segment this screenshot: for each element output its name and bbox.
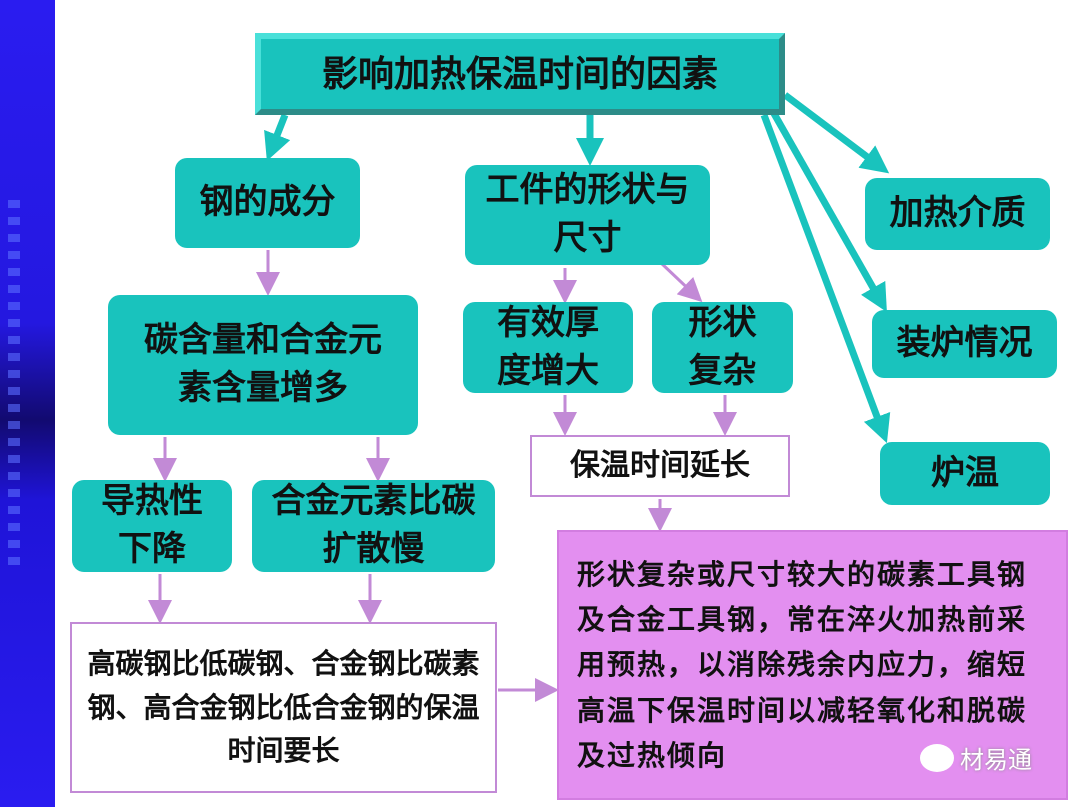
node-longer-hold: 保温时间延长 — [530, 435, 790, 497]
node-complex-shape: 形状复杂 — [652, 302, 793, 393]
node-alloy-diffusion-slow: 合金元素比碳扩散慢 — [252, 480, 495, 572]
arrow-title-to-composition — [264, 113, 291, 162]
arrow-title-to-temp — [760, 113, 891, 444]
decorative-side-strip — [0, 0, 55, 807]
diagram-title: 影响加热保温时间的因素 — [255, 33, 785, 115]
node-conductivity-drop: 导热性下降 — [72, 480, 232, 572]
node-furnace-temp: 炉温 — [880, 442, 1050, 505]
node-furnace-loading: 装炉情况 — [872, 310, 1057, 378]
node-preheat-note: 形状复杂或尺寸较大的碳素工具钢及合金工具钢，常在淬火加热前采用预热，以消除残余内… — [557, 530, 1068, 800]
node-composition-conclusion: 高碳钢比低碳钢、合金钢比碳素钢、高合金钢比低合金钢的保温时间要长 — [70, 622, 497, 793]
arrow-p3 — [658, 260, 703, 303]
watermark-text: 材易通 — [960, 746, 1032, 774]
arrow-title-to-loading — [768, 108, 887, 313]
node-thickness-increase: 有效厚度增大 — [463, 302, 633, 393]
watermark: 材易通 — [920, 740, 1032, 775]
node-heating-medium: 加热介质 — [865, 178, 1050, 250]
wechat-icon — [920, 743, 954, 772]
node-workpiece-shape-size: 工件的形状与尺寸 — [465, 165, 710, 265]
arrow-title-to-medium — [782, 92, 890, 174]
node-carbon-alloy-increase: 碳含量和合金元素含量增多 — [108, 295, 418, 435]
node-steel-composition: 钢的成分 — [175, 158, 360, 248]
